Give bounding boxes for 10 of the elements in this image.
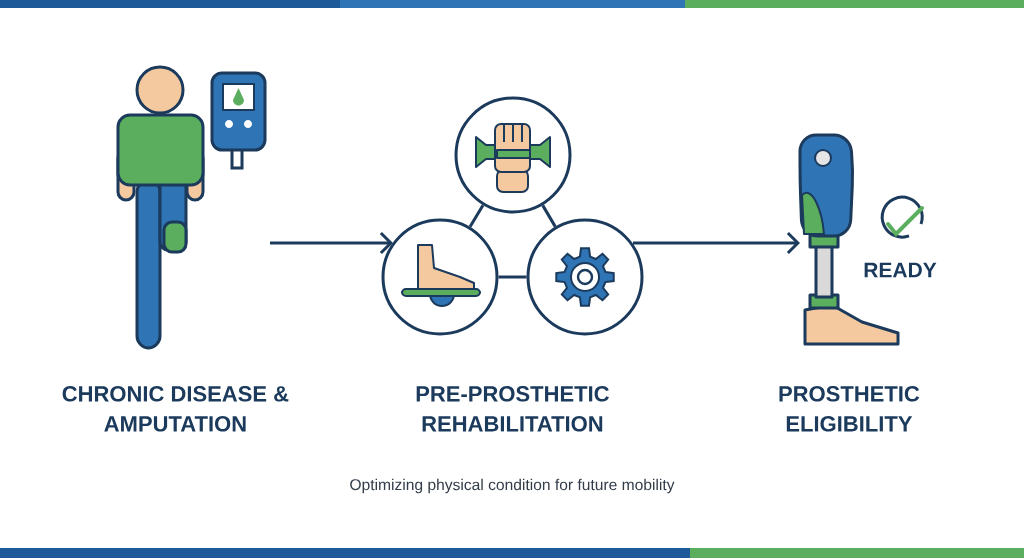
stage-caption: CHRONIC DISEASE & AMPUTATION bbox=[62, 386, 289, 432]
stage-caption: PRE-PROSTHETIC REHABILITATION bbox=[416, 386, 609, 432]
stage-caption: PROSTHETIC ELIGIBILITY bbox=[779, 386, 920, 432]
arrow bbox=[633, 231, 800, 255]
connector-line bbox=[468, 204, 485, 228]
status-label: READY bbox=[864, 262, 937, 278]
caption: Optimizing physical condition for future mobility bbox=[350, 478, 675, 494]
connector-line bbox=[541, 204, 557, 228]
connector-line bbox=[498, 275, 527, 279]
arrow bbox=[270, 231, 393, 255]
